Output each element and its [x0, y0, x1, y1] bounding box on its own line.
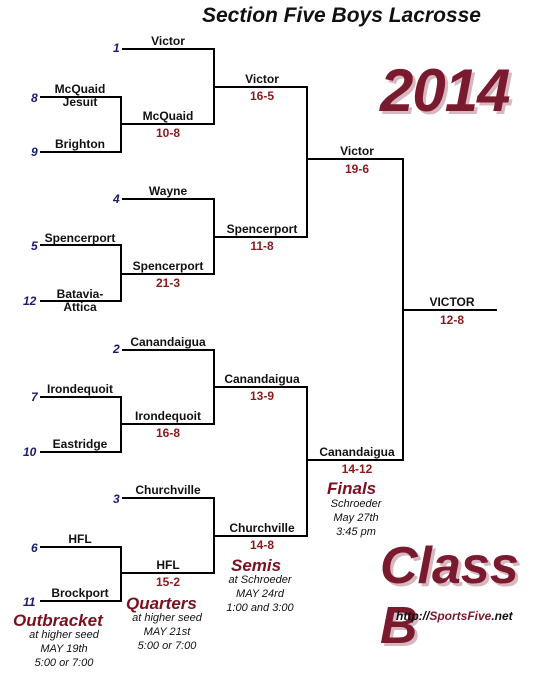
team-name: Canandaigua: [224, 372, 300, 386]
bracket-line: [306, 386, 308, 537]
champion-score: 12-8: [439, 313, 465, 327]
team-name: Attica: [63, 300, 97, 314]
site-prefix: http://: [396, 609, 430, 623]
round-info-line: 3:45 pm: [336, 526, 376, 538]
bracket-line: [40, 300, 121, 302]
round-title-quarters: Quarters: [126, 594, 197, 613]
game-score: 19-6: [344, 162, 370, 176]
seed-number: 1: [113, 41, 120, 55]
bracket-line: [120, 273, 215, 275]
team-name: McQuaid: [54, 82, 106, 96]
game-score: 14-8: [249, 538, 275, 552]
bracket-line: [306, 459, 404, 461]
bracket-line: [40, 546, 121, 548]
bracket-line: [120, 572, 215, 574]
team-name: Churchville: [135, 483, 201, 497]
bracket-line: [40, 96, 121, 98]
game-score: 10-8: [155, 126, 181, 140]
seed-number: 5: [31, 239, 38, 253]
round-info-line: at higher seed: [132, 612, 202, 624]
team-name: Churchville: [229, 521, 295, 535]
team-name: Brockport: [51, 586, 109, 600]
game-score: 14-12: [341, 462, 373, 476]
team-name: Wayne: [148, 184, 188, 198]
seed-number: 3: [113, 492, 120, 506]
seed-number: 4: [113, 192, 120, 206]
game-score: 11-8: [250, 239, 274, 253]
bracket-line: [213, 386, 308, 388]
round-info-line: 1:00 and 3:00: [226, 602, 294, 614]
team-name: Spencerport: [226, 222, 298, 236]
team-name: Brighton: [55, 137, 105, 151]
game-score: 16-5: [249, 89, 275, 103]
seed-number: 6: [31, 541, 38, 555]
round-info-line: MAY 21st: [143, 626, 191, 638]
seed-number: 12: [23, 294, 37, 308]
champion-name: VICTOR: [429, 295, 475, 309]
team-name: Canandaigua: [130, 335, 206, 349]
bracket-line: [213, 236, 308, 238]
seed-number: 2: [113, 342, 120, 356]
team-name: Batavia-: [56, 287, 104, 301]
bracket-line: [40, 451, 121, 453]
seed-number: 10: [23, 445, 37, 459]
round-info-line: at higher seed: [29, 629, 99, 641]
year-banner: 2014: [380, 57, 510, 124]
bracket-line: [122, 48, 215, 50]
game-score: 15-2: [155, 575, 181, 589]
game-score: 13-9: [249, 389, 275, 403]
bracket-line: [213, 86, 308, 88]
bracket-line: [120, 546, 122, 602]
team-name: Jesuit: [62, 95, 98, 109]
bracket-line: [120, 423, 215, 425]
team-name: Irondequoit: [47, 382, 113, 396]
bracket-line: [213, 535, 308, 537]
site-brand: SportsFive: [429, 609, 492, 623]
bracket-line: [122, 349, 215, 351]
round-info-line: Schroeder: [330, 498, 382, 510]
team-name: HFL: [68, 532, 92, 546]
round-info-line: May 27th: [333, 512, 379, 524]
round-title-finals: Finals: [327, 479, 377, 498]
team-name: Canandaigua: [319, 445, 395, 459]
team-name: HFL: [156, 558, 180, 572]
round-title-outbracket: Outbracket: [13, 611, 103, 630]
site-suffix: .net: [491, 609, 513, 623]
team-name: McQuaid: [142, 109, 194, 123]
game-score: 21-3: [155, 276, 181, 290]
page-title: Section Five Boys Lacrosse: [202, 4, 481, 27]
team-name: Spencerport: [44, 231, 116, 245]
bracket-line: [40, 600, 121, 602]
team-name: Spencerport: [132, 259, 204, 273]
team-name: Victor: [245, 72, 279, 86]
bracket-line: [402, 309, 497, 311]
bracket-line: [40, 244, 121, 246]
team-name: Victor: [340, 144, 374, 158]
bracket-line: [122, 497, 215, 499]
bracket-line: [40, 396, 121, 398]
bracket-line: [306, 86, 308, 238]
round-info-line: MAY 24rd: [236, 588, 284, 600]
round-info-line: at Schroeder: [228, 574, 292, 586]
round-info-line: MAY 19th: [40, 643, 88, 655]
bracket-line: [40, 151, 121, 153]
class-banner: Class B: [380, 537, 519, 655]
round-title-semis: Semis: [231, 556, 282, 575]
seed-number: 11: [23, 595, 36, 609]
seed-number: 7: [31, 390, 38, 404]
seed-number: 8: [31, 91, 38, 105]
seed-number: 9: [31, 145, 38, 159]
team-name: Eastridge: [52, 437, 108, 451]
team-name: Victor: [151, 34, 185, 48]
bracket-line: [120, 123, 215, 125]
round-info-line: 5:00 or 7:00: [34, 657, 94, 669]
site-url[interactable]: http://SportsFive.net: [396, 609, 513, 623]
bracket-line: [306, 158, 404, 160]
round-info-line: 5:00 or 7:00: [137, 640, 197, 652]
game-score: 16-8: [155, 426, 181, 440]
team-name: Irondequoit: [135, 409, 201, 423]
bracket-line: [122, 198, 215, 200]
